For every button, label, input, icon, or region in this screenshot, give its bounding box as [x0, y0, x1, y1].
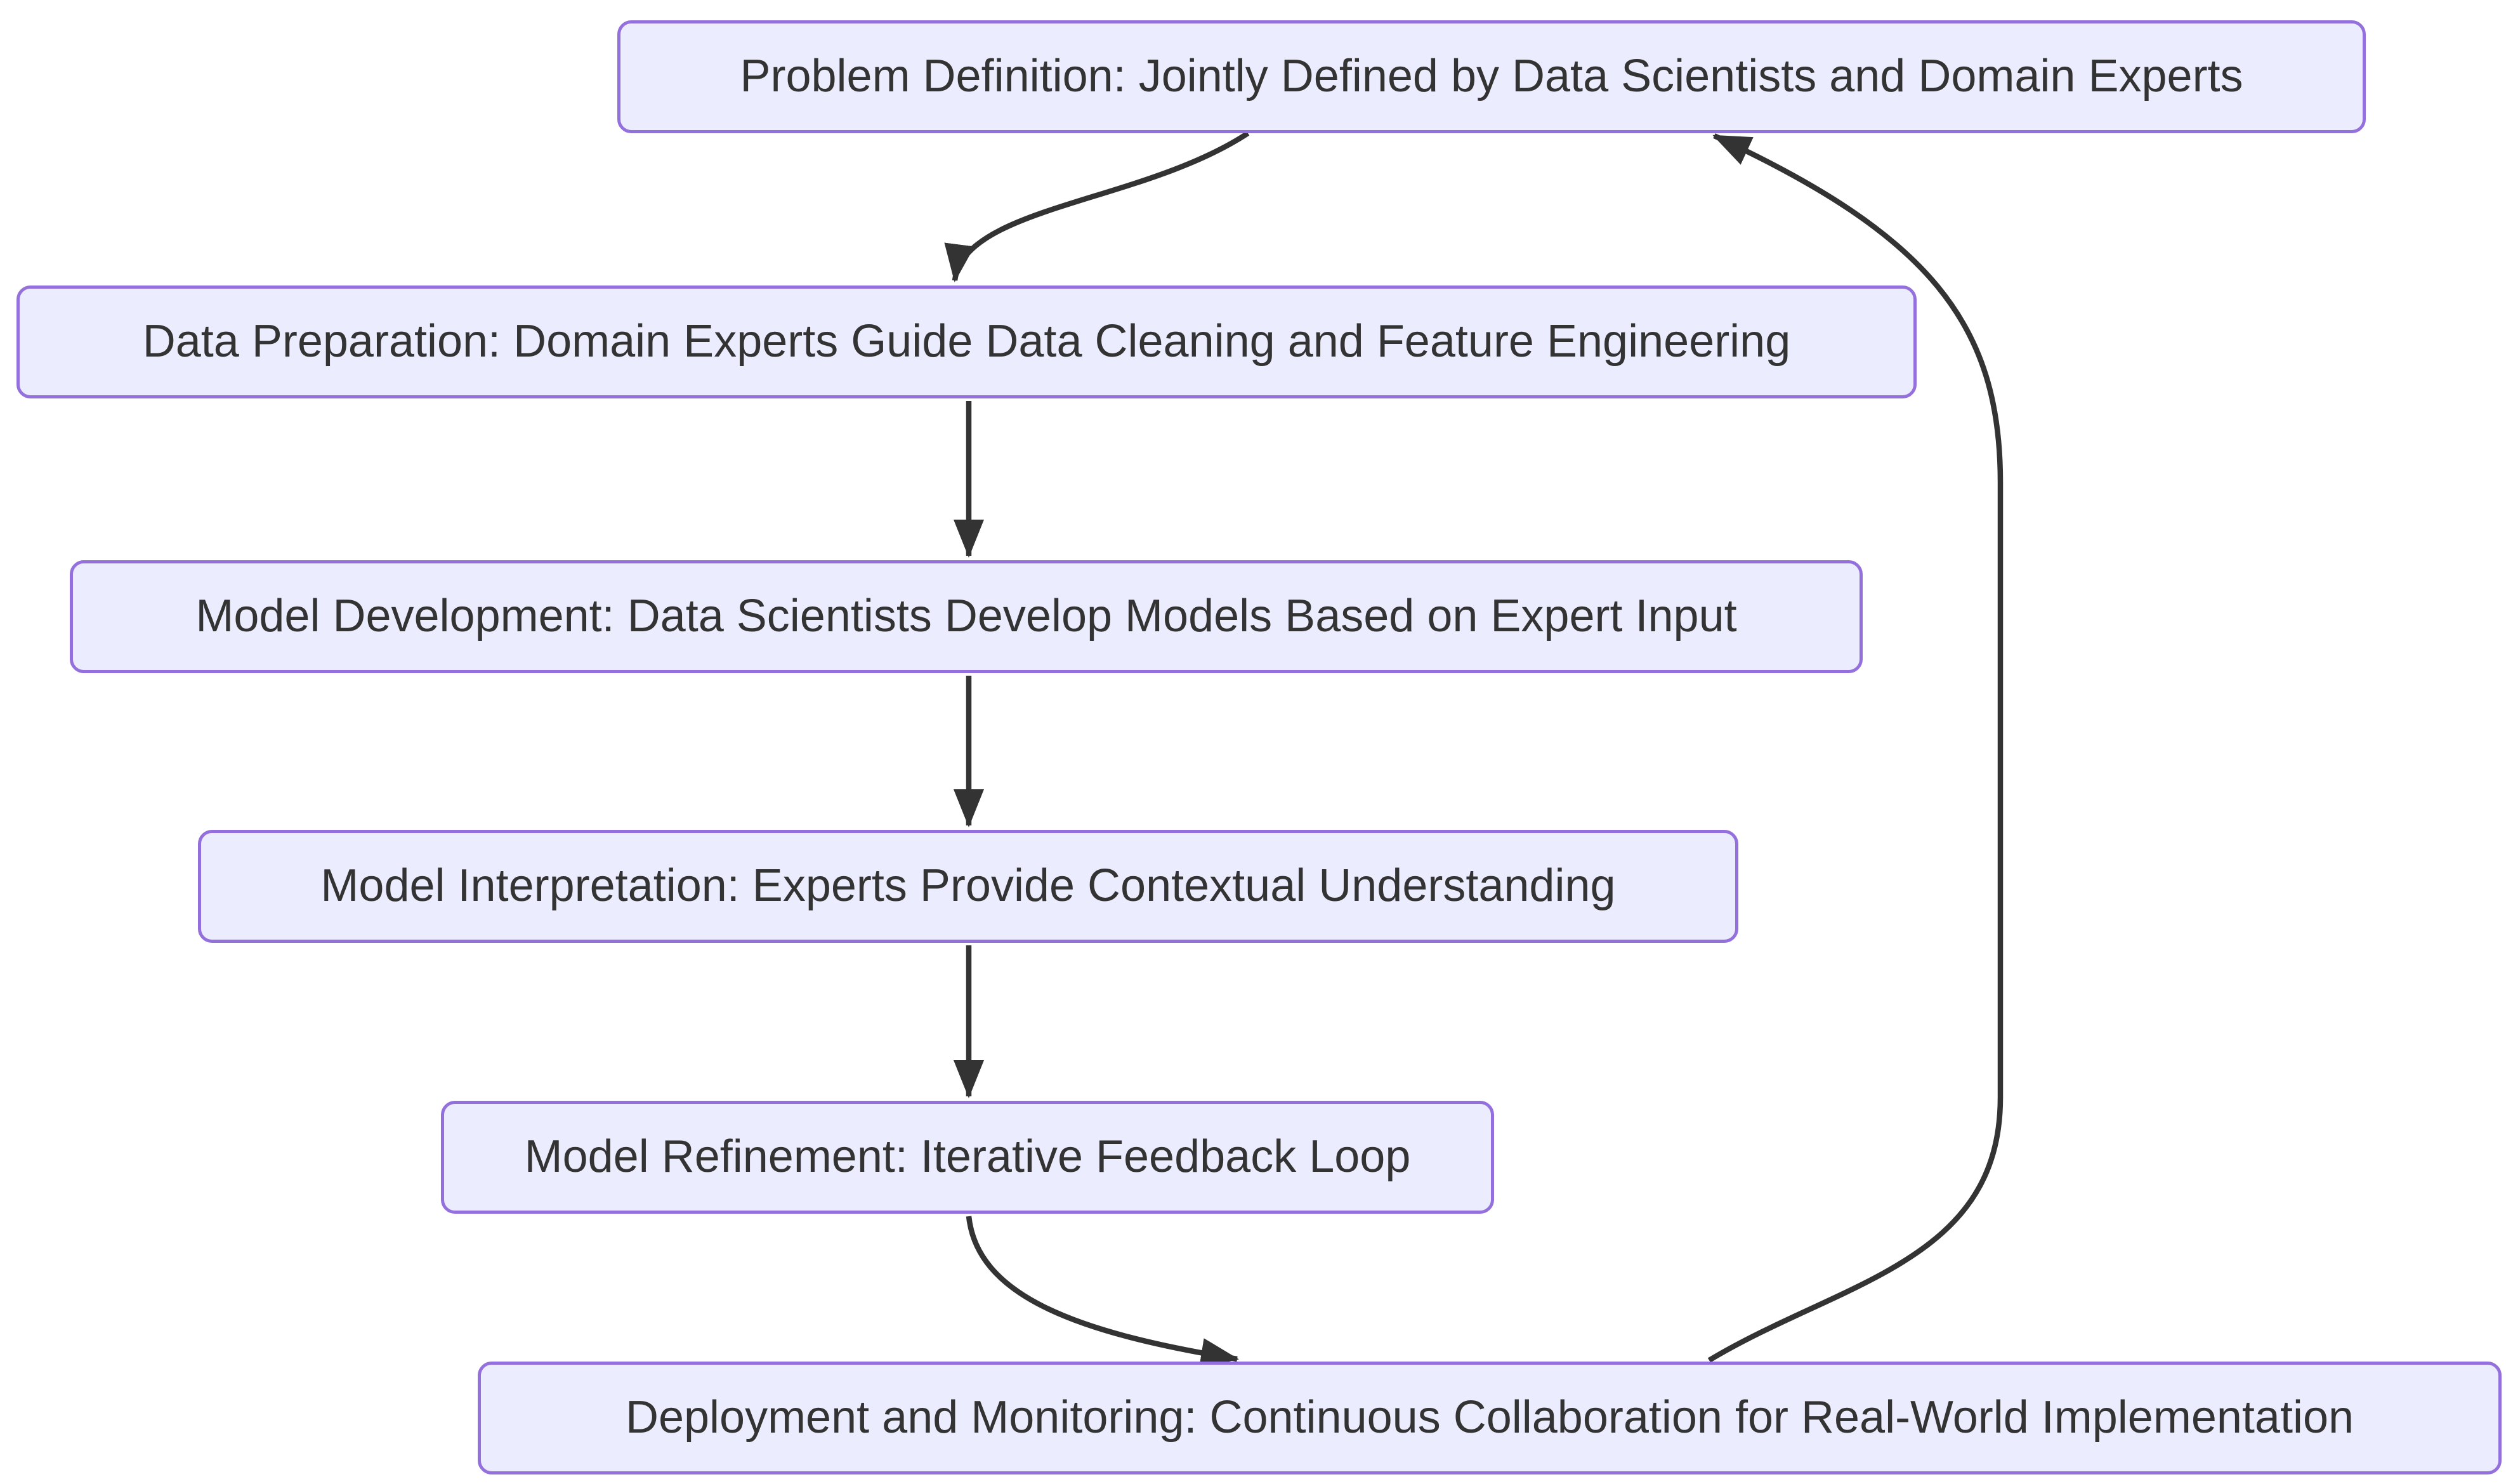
node-deployment-and-monitoring: Deployment and Monitoring: Continuous Co…	[478, 1362, 2502, 1474]
node-model-development-label: Model Development: Data Scientists Devel…	[195, 591, 1737, 642]
node-model-development: Model Development: Data Scientists Devel…	[70, 560, 1863, 673]
node-model-interpretation: Model Interpretation: Experts Provide Co…	[198, 830, 1738, 943]
edge-problem-definition-to-data-preparation	[944, 131, 1250, 282]
edge-deployment-and-monitoring-to-problem-definition	[1707, 133, 2004, 1363]
node-model-refinement: Model Refinement: Iterative Feedback Loo…	[441, 1101, 1494, 1214]
node-problem-definition: Problem Definition: Jointly Defined by D…	[617, 20, 2366, 133]
node-data-preparation: Data Preparation: Domain Experts Guide D…	[16, 286, 1917, 398]
node-model-interpretation-label: Model Interpretation: Experts Provide Co…	[320, 860, 1616, 912]
node-deployment-and-monitoring-label: Deployment and Monitoring: Continuous Co…	[625, 1392, 2354, 1443]
node-data-preparation-label: Data Preparation: Domain Experts Guide D…	[142, 316, 1791, 367]
node-model-refinement-label: Model Refinement: Iterative Feedback Loo…	[524, 1131, 1411, 1183]
edge-model-refinement-to-deployment-and-monitoring	[966, 1216, 1239, 1369]
node-problem-definition-label: Problem Definition: Jointly Defined by D…	[740, 51, 2243, 102]
